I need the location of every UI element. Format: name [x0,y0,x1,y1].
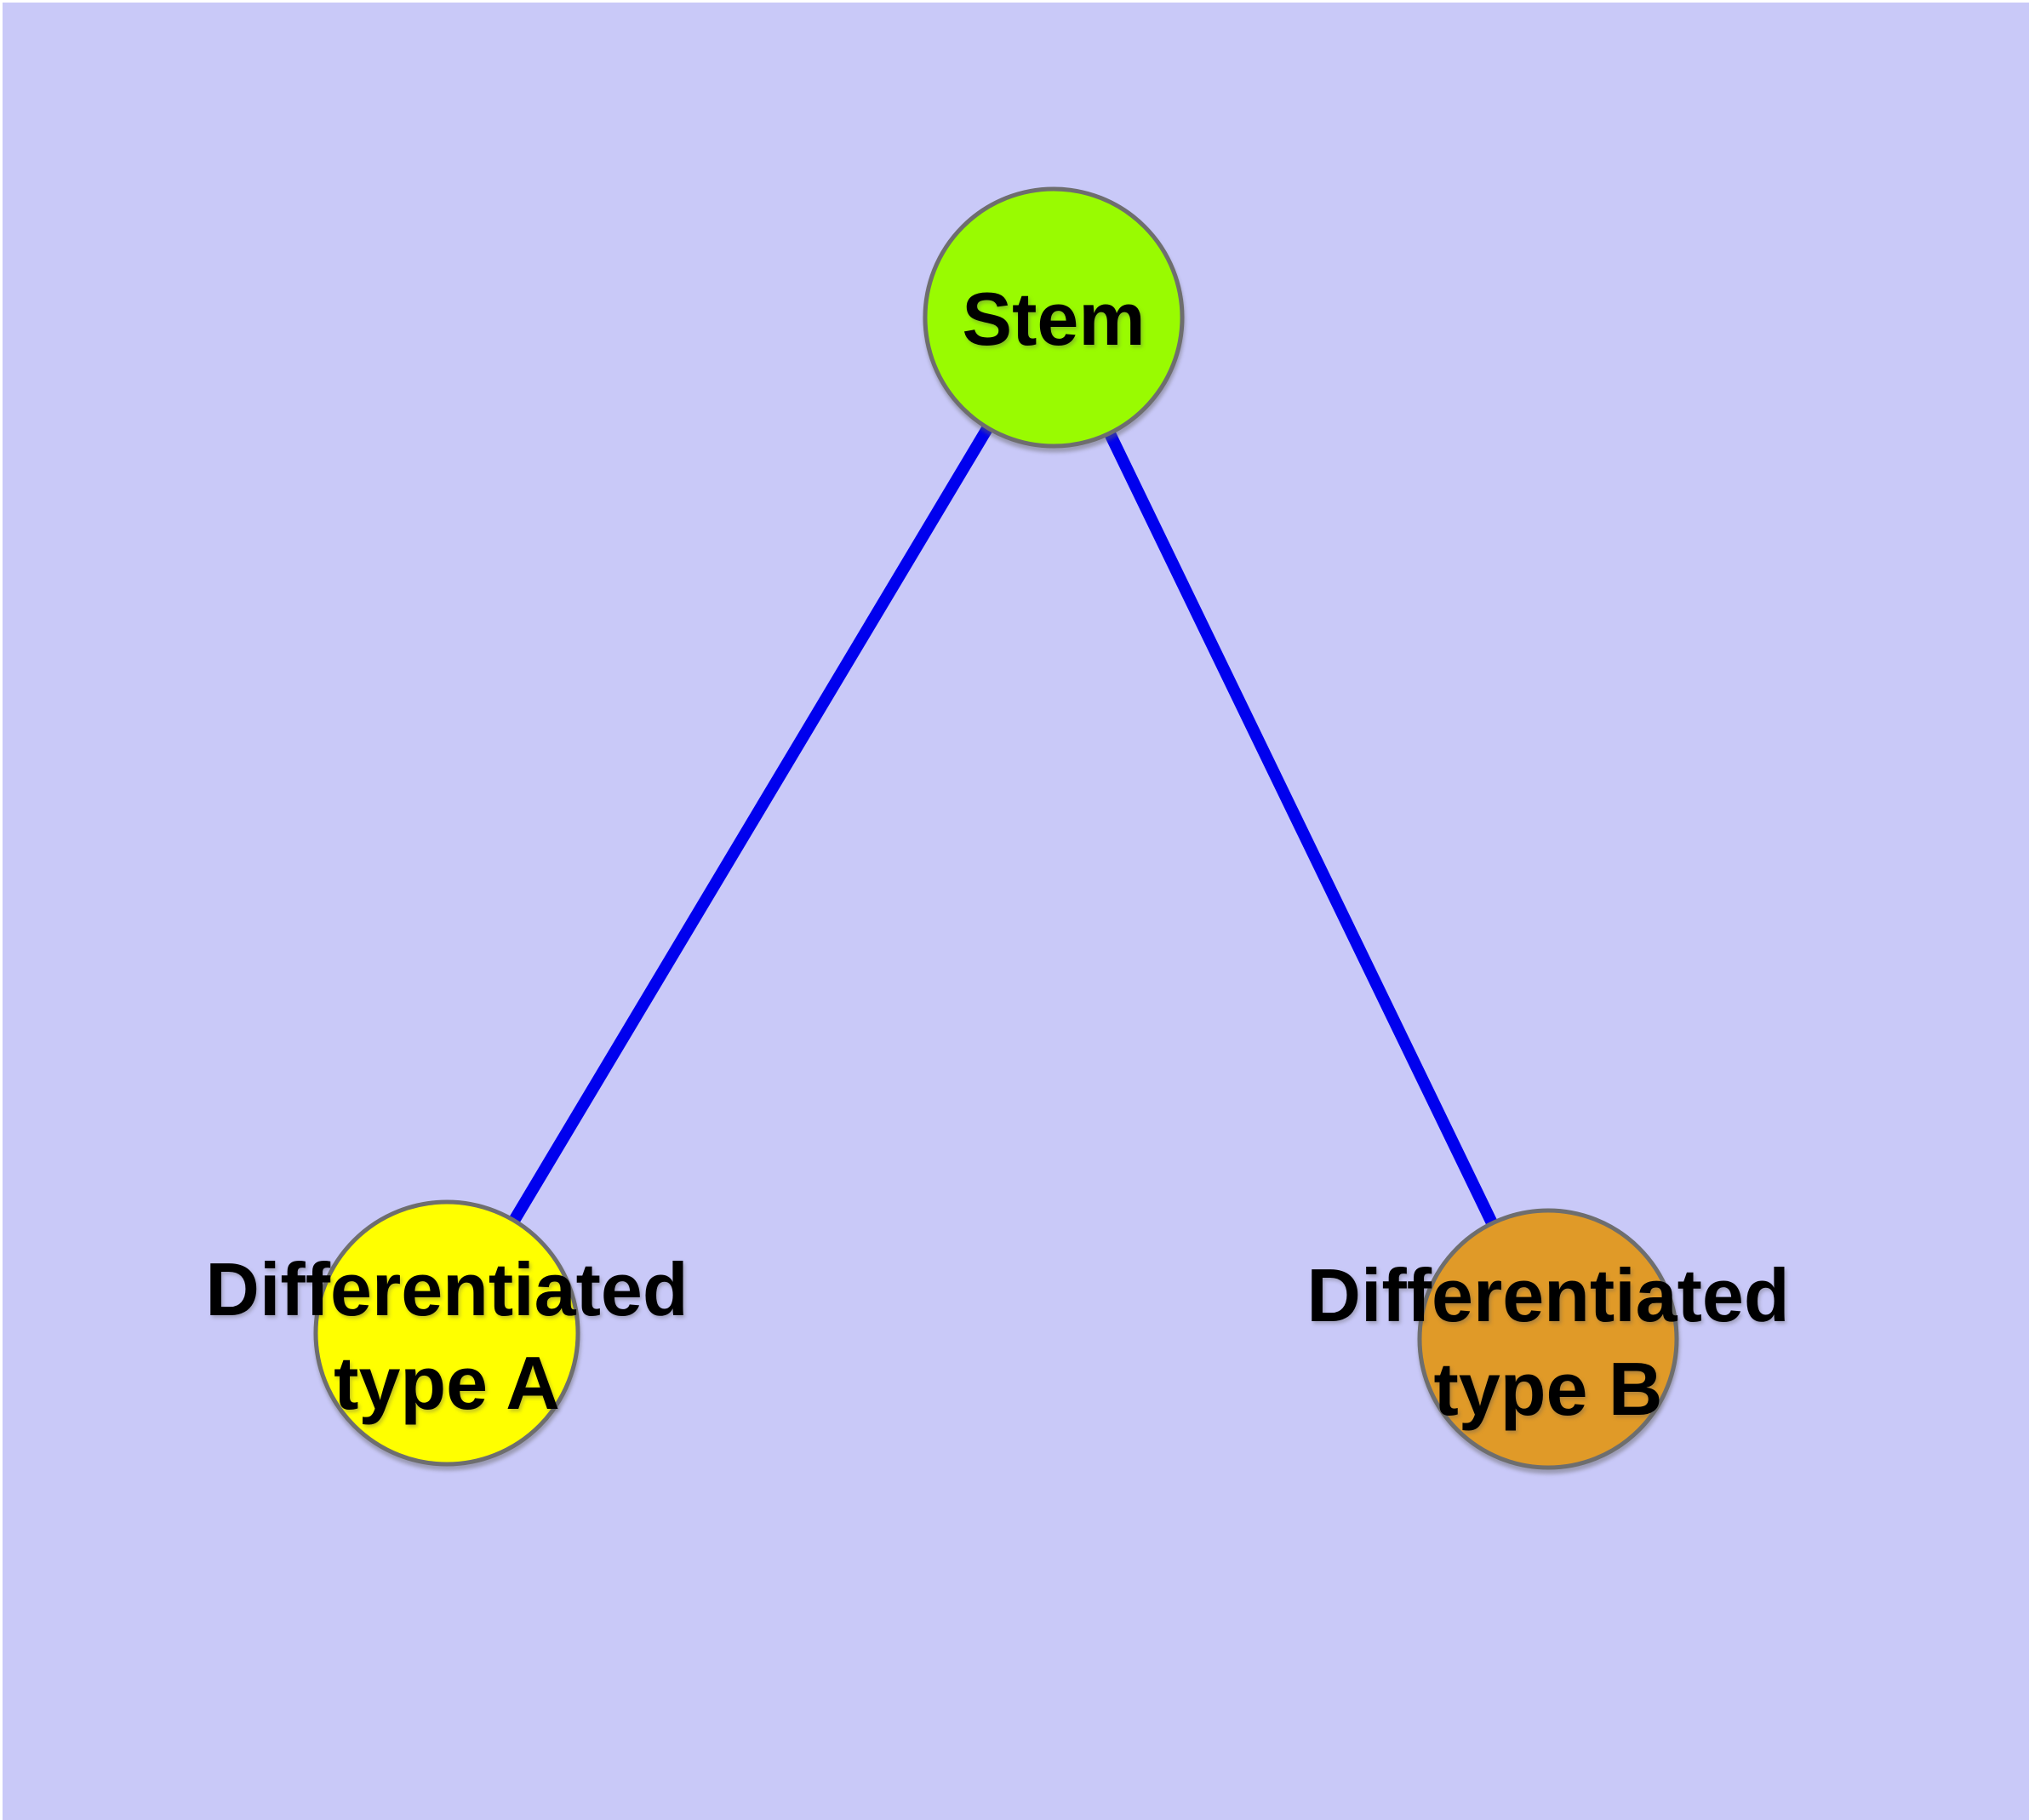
node-differentiated-type-b-label-line1: Differentiated [1306,1253,1789,1337]
node-stem: Stem [923,186,1185,449]
node-differentiated-type-a: Differentiated type A [205,1199,689,1467]
node-stem-label: Stem [962,277,1145,361]
edges [441,314,1554,1342]
node-differentiated-type-b-label-line2: type B [1434,1347,1663,1431]
edge-stem-to-differentiated-type-a [441,314,1060,1336]
node-differentiated-type-b: Differentiated type B [1306,1208,1790,1470]
node-differentiated-type-a-label-line2: type A [334,1341,560,1425]
node-differentiated-type-b-circle [1417,1208,1679,1470]
edge-stem-to-differentiated-type-b [1048,314,1554,1342]
node-differentiated-type-a-label-line1: Differentiated [205,1247,688,1331]
node-stem-circle [923,186,1185,449]
node-differentiated-type-a-circle [313,1199,580,1467]
